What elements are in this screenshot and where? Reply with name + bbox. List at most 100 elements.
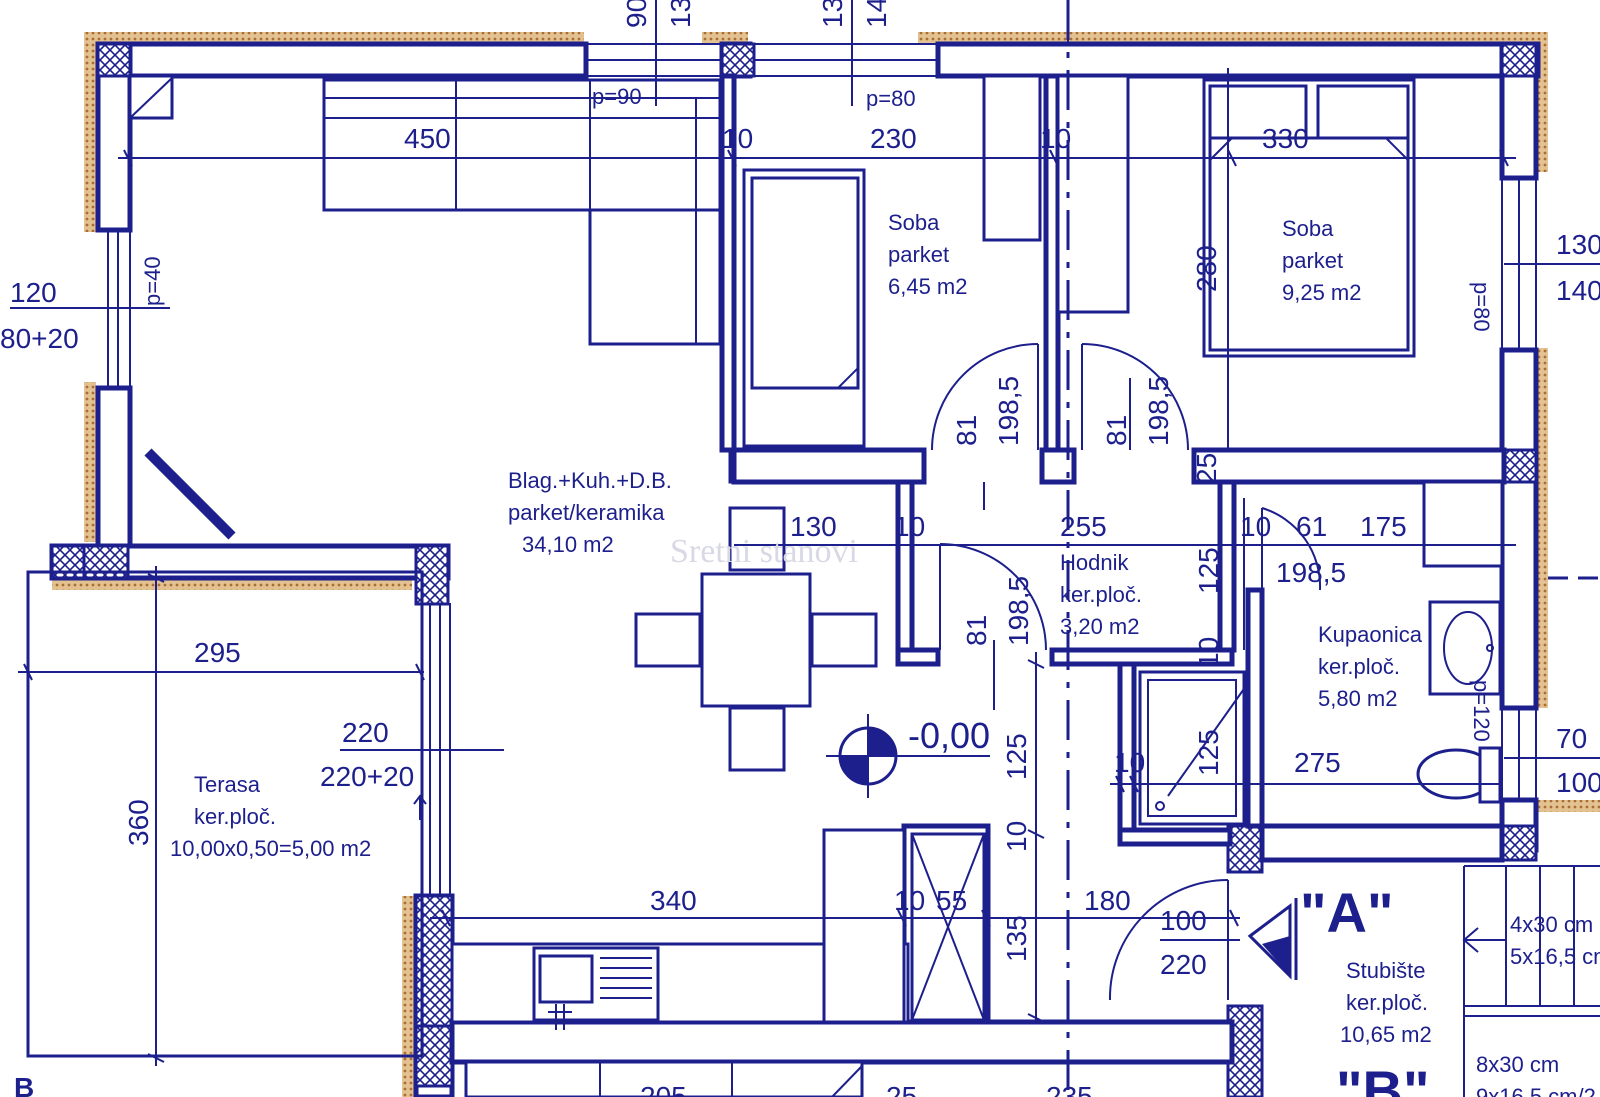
living-area: 34,10 m2: [522, 532, 614, 557]
arrow-icon: [413, 794, 427, 820]
dim-340: 340: [650, 885, 697, 916]
w4-p: p=80: [866, 86, 916, 111]
washing-machine-cabinet: [1422, 480, 1504, 568]
large-room-floor: parket: [1282, 248, 1343, 273]
corner-cabinet: [128, 74, 174, 120]
dim-205: 205: [640, 1081, 687, 1097]
room-label-bath: Kupaonica ker.ploč. 5,80 m2: [1318, 622, 1423, 711]
hall-area: 3,20 m2: [1060, 614, 1140, 639]
bath-name: Kupaonica: [1318, 622, 1423, 647]
small-room-floor: parket: [888, 242, 949, 267]
living-name: Blag.+Kuh.+D.B.: [508, 468, 672, 493]
dim-330: 330: [1262, 123, 1309, 154]
dim-1985a: 198,5: [993, 376, 1024, 446]
hall-floor: ker.ploč.: [1060, 582, 1142, 607]
label-a: "A": [1300, 881, 1394, 944]
w1-top: 120: [10, 277, 57, 308]
w6-p: p=120: [1469, 680, 1494, 742]
dim-81c: 81: [961, 615, 992, 646]
large-room-area: 9,25 m2: [1282, 280, 1362, 305]
dim-10g: 10: [1193, 637, 1224, 668]
window-annotations: 120 80+20 p=40 220 220+20 p=90 90 13 p=8…: [0, 0, 1600, 980]
bath-floor: ker.ploč.: [1318, 654, 1400, 679]
stairs: [1462, 865, 1600, 1097]
w2-top: 220: [342, 717, 389, 748]
dim-81a: 81: [951, 415, 982, 446]
bed-double: [1202, 78, 1416, 358]
dim-1985c: 198,5: [1003, 576, 1034, 646]
room-label-small-room: Soba parket 6,45 m2: [888, 210, 968, 299]
stairs-name: Stubište: [1346, 958, 1426, 983]
bath-area: 5,80 m2: [1318, 686, 1398, 711]
w1-bot: 80+20: [0, 323, 79, 354]
small-room-area: 6,45 m2: [888, 274, 968, 299]
terrace-area: 10,00x0,50=5,00 m2: [170, 836, 371, 861]
room-label-terrace: Terasa ker.ploč. 10,00x0,50=5,00 m2: [170, 772, 371, 861]
kitchen-counter: [450, 828, 986, 1030]
large-room-name: Soba: [1282, 216, 1334, 241]
w5-top: 130: [1556, 229, 1600, 260]
dim-10b: 10: [1040, 123, 1071, 154]
w6-top: 70: [1556, 723, 1587, 754]
shower: [1138, 670, 1247, 826]
room-label-living: Blag.+Kuh.+D.B. parket/keramika 34,10 m2: [508, 468, 672, 557]
dim-25b: 25: [886, 1081, 917, 1097]
level-marker: [826, 714, 990, 798]
door-top: 100: [1160, 905, 1207, 936]
dim-10c: 10: [894, 511, 925, 542]
insulation-layer: [52, 32, 1600, 1097]
dim-125c: 125: [1001, 733, 1032, 780]
ironing-board-item: [144, 448, 236, 540]
w2-bot: 220+20: [320, 761, 414, 792]
dim-280: 280: [1191, 245, 1222, 292]
dining-set: [634, 506, 878, 772]
level-value: -0,00: [908, 715, 990, 756]
section-mark: B: [14, 1072, 34, 1097]
dim-360: 360: [123, 799, 154, 846]
stairs-s2: 5x16,5 cm: [1510, 944, 1600, 969]
stairs-s1: 4x30 cm: [1510, 912, 1593, 937]
dim-175: 175: [1360, 511, 1407, 542]
sofa: [322, 78, 722, 346]
door-bot: 220: [1160, 949, 1207, 980]
w6-bot: 100: [1556, 767, 1600, 798]
room-label-stairs: Stubište ker.ploč. 10,65 m2: [1340, 958, 1432, 1047]
w4-b: 14: [861, 0, 892, 28]
dim-1985b: 198,5: [1143, 376, 1174, 446]
dim-10a: 10: [722, 123, 753, 154]
room-label-large-room: Soba parket 9,25 m2: [1282, 216, 1362, 305]
dim-55: 55: [936, 885, 967, 916]
dim-135: 135: [1001, 915, 1032, 962]
w3-p: p=90: [592, 84, 642, 109]
dim-25: 25: [1191, 453, 1222, 484]
dim-235: 235: [1046, 1081, 1093, 1097]
dim-10f: 10: [1114, 747, 1145, 778]
dim-230: 230: [870, 123, 917, 154]
wardrobe-small-room: [982, 74, 1130, 314]
entrance-marker: [1247, 898, 1298, 980]
washbasin: [1428, 600, 1502, 696]
w1-p: p=40: [140, 256, 165, 306]
dimension-texts: 450 10 230 10 330 130 10 255 10 61 175 1…: [123, 123, 1407, 1097]
dim-295: 295: [194, 637, 241, 668]
watermark: Sretni stanovi: [670, 533, 858, 570]
dim-180: 180: [1084, 885, 1131, 916]
w5-bot: 140: [1556, 275, 1600, 306]
stairs-area: 10,65 m2: [1340, 1022, 1432, 1047]
w4-a: 13: [817, 0, 848, 28]
dim-125b: 125: [1193, 729, 1224, 776]
dim-275: 275: [1294, 747, 1341, 778]
dim-81b: 81: [1101, 415, 1132, 446]
dim-450: 450: [404, 123, 451, 154]
w3-a: 90: [621, 0, 652, 28]
dim-255: 255: [1060, 511, 1107, 542]
dim-1985d: 198,5: [1276, 557, 1346, 588]
dimension-lines: [10, 0, 1600, 1066]
living-floor: parket/keramika: [508, 500, 665, 525]
small-room-name: Soba: [888, 210, 940, 235]
lower-cabinets: [464, 1060, 864, 1097]
stairs-s4: 9x16,5 cm/2: [1476, 1084, 1596, 1097]
dim-10h: 10: [1001, 821, 1032, 852]
dim-130: 130: [790, 511, 837, 542]
terrace-floor: ker.ploč.: [194, 804, 276, 829]
